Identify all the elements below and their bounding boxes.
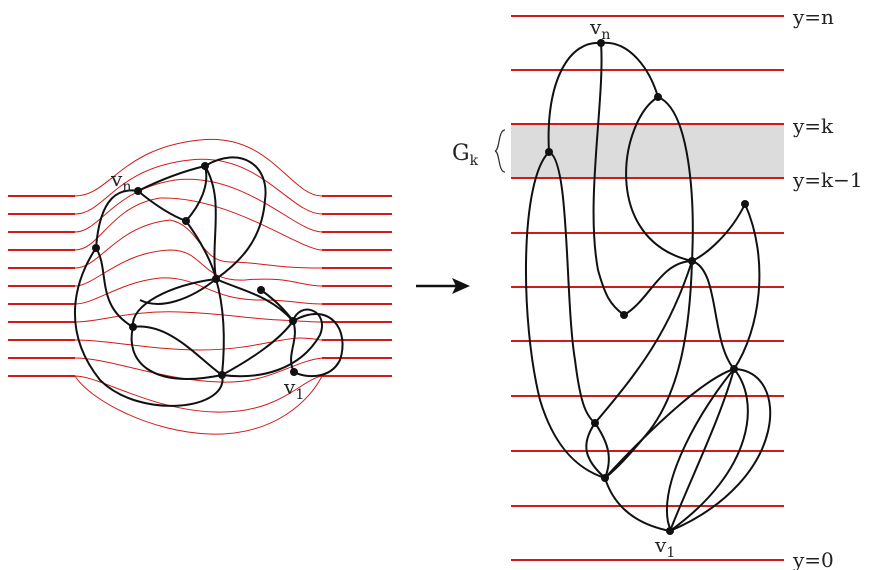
node [257,286,265,294]
node [591,419,599,427]
right-level-lines [511,15,784,561]
node [201,162,209,170]
node [212,275,220,283]
label-vn-right: vn [589,15,610,43]
node [289,317,297,325]
node-vn [134,187,142,195]
node [218,371,226,379]
transform-arrow [416,278,470,294]
right-graph-nodes [545,39,749,535]
label-gk: Gk [452,141,479,169]
brace-icon [494,129,506,173]
node-v1 [290,368,298,376]
level-label-k-minus-1: y=k−1 [792,168,863,192]
node [654,93,662,101]
node [741,200,749,208]
node-v1 [666,527,674,535]
level-label-k: y=k [792,114,834,138]
left-red-stubs-left [8,195,75,377]
node [182,217,190,225]
label-vn-left: vn [110,167,131,195]
left-panel: vn v1 [8,138,392,435]
left-graph-nodes [92,162,298,379]
label-v1-right: v1 [654,533,675,561]
band-gk [511,124,784,178]
left-graph-edges [73,156,344,407]
level-label-0: y=0 [792,548,834,570]
node [92,244,100,252]
right-panel: vn v1 Gk y=n y=k y=k−1 y=0 [452,5,863,570]
node [545,148,553,156]
node [620,311,628,319]
node-vn [597,39,605,47]
node [601,474,609,482]
left-red-stubs-right [322,195,392,377]
node [129,323,137,331]
node [688,257,696,265]
label-v1-left: v1 [283,375,304,403]
node [730,365,738,373]
level-label-n: y=n [792,5,834,29]
